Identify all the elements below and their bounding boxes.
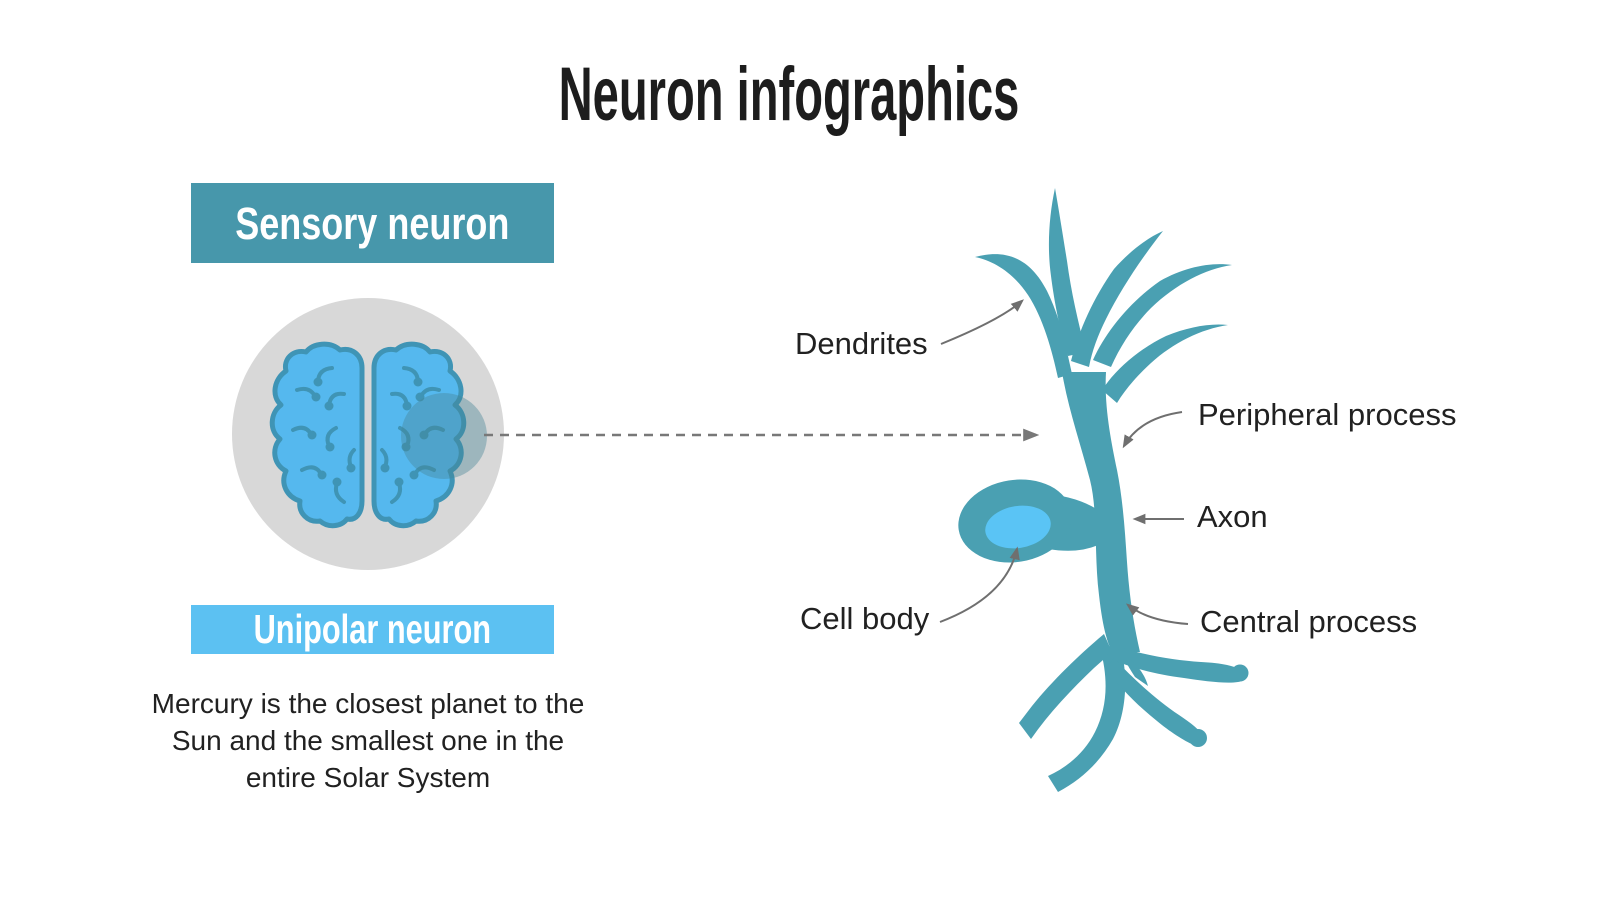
- description-text: Mercury is the closest planet to the Sun…: [106, 685, 630, 796]
- central-process-arrow: [1125, 603, 1189, 625]
- peripheral-process-label: Peripheral process: [1198, 397, 1457, 432]
- brain-highlight-region: [401, 393, 487, 479]
- page-title: Neuron infographics: [558, 52, 1020, 137]
- unipolar-neuron-banner-label: Unipolar neuron: [253, 606, 492, 652]
- dendrites-arrow: [940, 299, 1024, 345]
- brain-icon: [232, 298, 504, 570]
- sensory-neuron-banner-label: Sensory neuron: [235, 197, 510, 249]
- unipolar-neuron-banner: Unipolar neuron: [191, 605, 554, 654]
- nucleus-shape: [985, 505, 1051, 549]
- peripheral-process-arrow: [1122, 411, 1183, 449]
- cell-body-arrow: [939, 546, 1020, 623]
- central-process-label: Central process: [1200, 604, 1418, 639]
- description-line: entire Solar System: [245, 762, 491, 793]
- label-arrows: [939, 299, 1189, 625]
- neuron-icon: [958, 188, 1249, 792]
- dendrites-label: Dendrites: [795, 326, 928, 361]
- sensory-neuron-banner: Sensory neuron: [191, 183, 554, 263]
- cell-body-label: Cell body: [800, 601, 930, 636]
- axon-label: Axon: [1197, 499, 1268, 534]
- description-line: Mercury is the closest planet to the: [151, 688, 585, 719]
- description-line: Sun and the smallest one in the: [171, 725, 565, 756]
